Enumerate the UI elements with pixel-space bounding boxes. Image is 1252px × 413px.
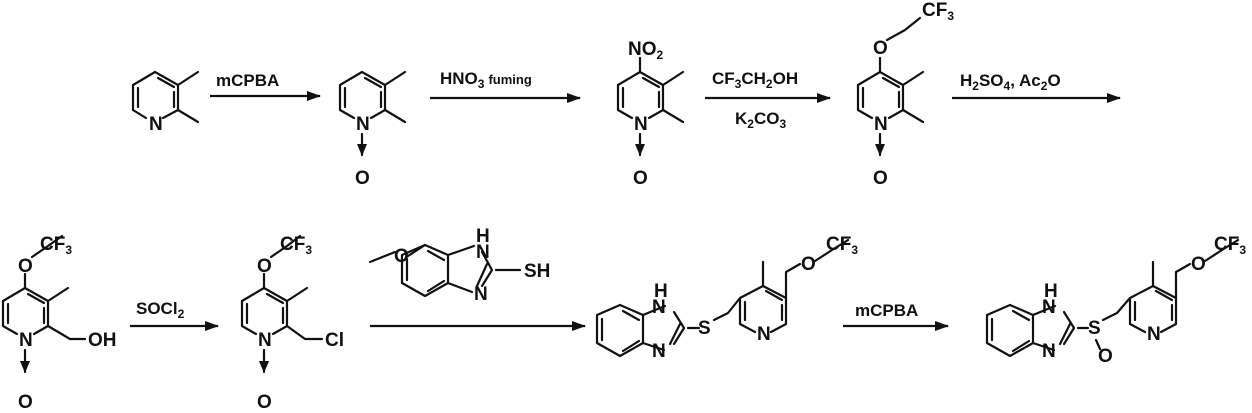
atom-n-pyridine: N: [1147, 324, 1161, 345]
atom-o-ether: O: [257, 256, 272, 277]
cf3-group: CF: [826, 234, 851, 255]
reagent-socl: SOCl: [136, 299, 178, 318]
atom-n: N: [258, 330, 272, 351]
compound-chloromethyl-n-oxide: O CF3 Cl N O: [240, 234, 344, 413]
hydroxyl-group: OH: [88, 330, 117, 351]
svg-text:CF3: CF3: [922, 0, 954, 23]
thiol-group: SH: [524, 261, 550, 282]
atom-n: N: [149, 114, 163, 135]
reagent-ac-subscript: 2: [1041, 79, 1048, 93]
cf3-subscript: 3: [65, 243, 72, 257]
reagent-so-subscript: 4: [1004, 79, 1011, 93]
arrow-mcpba-2: mCPBA: [843, 301, 949, 331]
compound-trifluoroethoxy-n-oxide: O CF3 N O: [856, 0, 954, 189]
atom-o-ether: O: [873, 38, 888, 59]
cf3-group: CF: [922, 0, 947, 21]
sulfur-atom: S: [698, 318, 711, 339]
cf3-subscript: 3: [1239, 243, 1246, 257]
atom-n-imidazole: N: [1042, 297, 1056, 318]
reagent-k-subscript: 2: [747, 117, 754, 131]
reagent-hno-subscript: 3: [478, 77, 485, 91]
reagent-ch-subscript: 2: [766, 77, 773, 91]
atom-o-oxide: O: [257, 392, 272, 413]
nitro-group: NO: [628, 39, 657, 60]
cf3-group: CF: [40, 234, 65, 255]
reagent-fuming: fuming: [488, 72, 531, 87]
reagent-k: K: [735, 109, 748, 128]
reagent-co: CO: [754, 109, 780, 128]
svg-text:CF3: CF3: [40, 234, 72, 257]
reagent-cf-subscript: 3: [735, 77, 742, 91]
reagent-hno: HNO: [440, 69, 478, 88]
atom-n-imidazole: N: [652, 297, 666, 318]
compound-4-nitro-n-oxide: NO2 N O: [616, 39, 685, 189]
sulfur-atom: S: [1088, 318, 1101, 339]
svg-text:CF3CH2OH: CF3CH2OH: [712, 69, 798, 91]
reagent-h: H: [960, 71, 972, 90]
chlorine-atom: Cl: [325, 330, 344, 351]
nitro-subscript: 2: [657, 48, 664, 62]
atom-o-methoxy: O: [394, 246, 409, 267]
svg-text:CF3: CF3: [1214, 234, 1246, 257]
reagent-mcpba: mCPBA: [855, 301, 918, 320]
reagent-co-subscript: 3: [779, 117, 786, 131]
compound-2-3-dimethylpyridine-n-oxide: N O: [338, 70, 407, 189]
reagent-cf: CF: [712, 69, 735, 88]
atom-o-oxide: O: [633, 168, 648, 189]
atom-h-imidazole: H: [654, 281, 668, 302]
reagent-h-subscript: 2: [972, 79, 979, 93]
cf3-group: CF: [1214, 234, 1239, 255]
atom-n: N: [874, 114, 888, 135]
arrow-chlorination: SOCl2: [130, 299, 219, 331]
reagent-ac-o: O: [1047, 71, 1060, 90]
atom-o-ether: O: [801, 254, 816, 275]
reagent-ac: , Ac: [1010, 71, 1041, 90]
arrow-rearrangement: H2SO4, Ac2O: [952, 71, 1121, 103]
svg-text:NO2: NO2: [628, 39, 664, 62]
atom-n-imidazole: N: [476, 242, 490, 263]
svg-text:SOCl2: SOCl2: [136, 299, 185, 321]
atom-o-ether: O: [1191, 254, 1206, 275]
atom-n-imidazole-2: N: [474, 284, 488, 305]
atom-n-pyridine: N: [757, 324, 771, 345]
svg-text:K2CO3: K2CO3: [735, 109, 786, 131]
atom-o-ether: O: [18, 256, 33, 277]
cf3-subscript: 3: [851, 243, 858, 257]
atom-h-imidazole: H: [1044, 281, 1058, 302]
reagent-methoxy-mercaptobenzimidazole: O H N N SH: [368, 226, 550, 305]
compound-sulfide: H N N S N O CF3: [595, 234, 858, 362]
cf3-subscript: 3: [947, 9, 954, 23]
atom-o-oxide: O: [873, 168, 888, 189]
atom-h-imidazole: H: [476, 226, 490, 247]
atom-n-imidazole-2: N: [1042, 341, 1056, 362]
cf3-subscript: 3: [305, 243, 312, 257]
svg-text:H2SO4, Ac2O: H2SO4, Ac2O: [960, 71, 1061, 93]
atom-n: N: [356, 114, 370, 135]
atom-o-sulfoxide: O: [1098, 346, 1113, 367]
reagent-mcpba: mCPBA: [216, 71, 279, 90]
cf3-group: CF: [280, 234, 305, 255]
svg-text:CF3: CF3: [280, 234, 312, 257]
atom-o-oxide: O: [18, 392, 33, 413]
atom-o-oxide: O: [355, 168, 370, 189]
arrow-mcpba-1: mCPBA: [210, 71, 321, 101]
reagent-oh: OH: [773, 69, 799, 88]
reagent-so: SO: [979, 71, 1004, 90]
compound-hydroxymethyl-n-oxide: O CF3 OH N O: [1, 234, 117, 413]
reagent-socl-subscript: 2: [178, 307, 185, 321]
compound-lansoprazole: H N N S O N O CF3: [985, 234, 1246, 367]
reagent-ch: CH: [741, 69, 766, 88]
atom-n: N: [19, 330, 33, 351]
atom-n: N: [634, 114, 648, 135]
compound-2-3-dimethylpyridine: N: [131, 70, 200, 135]
svg-text:CF3: CF3: [826, 234, 858, 257]
arrow-etherification: CF3CH2OH K2CO3: [705, 69, 831, 131]
atom-n-imidazole-2: N: [652, 341, 666, 362]
